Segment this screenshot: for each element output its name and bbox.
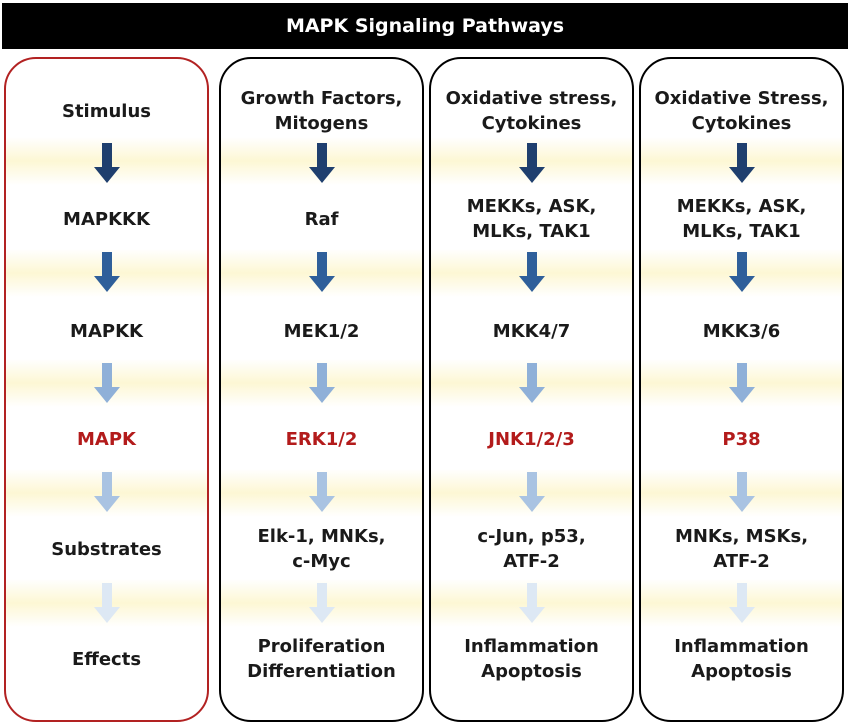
down-arrow-icon	[93, 143, 120, 183]
pathway-node-label-level-2: MAPKKK	[63, 208, 150, 230]
down-arrow-icon	[728, 472, 755, 512]
pathway-node-erk-level-1: Growth Factors, Mitogens	[240, 88, 403, 134]
pathway-node-jnk-level-5: c-Jun, p53, ATF-2	[477, 526, 586, 572]
down-arrow-icon	[728, 583, 755, 623]
down-arrow-icon	[308, 252, 335, 292]
down-arrow-icon	[308, 583, 335, 623]
down-arrow-icon	[93, 583, 120, 623]
pathway-node-jnk-level-4: JNK1/2/3	[488, 428, 575, 450]
pathway-node-label-level-6: Effects	[71, 648, 142, 670]
pathway-node-p38-level-1: Oxidative Stress, Cytokines	[654, 88, 829, 134]
down-arrow-icon	[308, 363, 335, 403]
down-arrow-icon	[308, 143, 335, 183]
down-arrow-icon	[93, 472, 120, 512]
pathway-node-erk-level-5: Elk-1, MNKs, c-Myc	[257, 526, 386, 572]
pathway-node-label-level-5: Substrates	[51, 538, 162, 560]
down-arrow-icon	[93, 252, 120, 292]
page-title: MAPK Signaling Pathways	[2, 3, 848, 49]
pathway-node-p38-level-2: MEKKs, ASK, MLKs, TAK1	[676, 196, 807, 242]
down-arrow-icon	[518, 363, 545, 403]
pathway-node-erk-level-2: Raf	[304, 208, 339, 230]
down-arrow-icon	[728, 143, 755, 183]
down-arrow-icon	[518, 472, 545, 512]
down-arrow-icon	[518, 583, 545, 623]
pathway-node-label-level-3: MAPKK	[70, 320, 143, 342]
pathway-node-jnk-level-3: MKK4/7	[492, 320, 571, 342]
pathway-node-jnk-level-2: MEKKs, ASK, MLKs, TAK1	[466, 196, 597, 242]
pathway-node-erk-level-3: MEK1/2	[283, 320, 360, 342]
down-arrow-icon	[728, 363, 755, 403]
pathway-node-erk-level-4: ERK1/2	[285, 428, 358, 450]
pathway-node-erk-level-6: Proliferation Differentiation	[247, 636, 396, 682]
pathway-node-p38-level-6: Inflammation Apoptosis	[674, 636, 809, 682]
down-arrow-icon	[93, 363, 120, 403]
pathway-node-p38-level-5: MNKs, MSKs, ATF-2	[674, 526, 809, 572]
pathway-node-jnk-level-1: Oxidative stress, Cytokines	[445, 88, 618, 134]
down-arrow-icon	[728, 252, 755, 292]
down-arrow-icon	[518, 143, 545, 183]
pathway-node-p38-level-4: P38	[722, 428, 761, 450]
pathway-node-p38-level-3: MKK3/6	[702, 320, 781, 342]
pathway-node-label-level-1: Stimulus	[61, 100, 151, 122]
pathway-node-label-level-4: MAPK	[77, 428, 136, 450]
down-arrow-icon	[308, 472, 335, 512]
down-arrow-icon	[518, 252, 545, 292]
pathway-node-jnk-level-6: Inflammation Apoptosis	[464, 636, 599, 682]
